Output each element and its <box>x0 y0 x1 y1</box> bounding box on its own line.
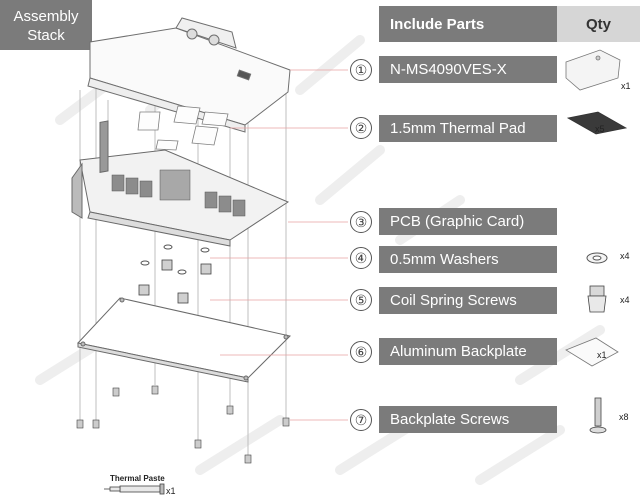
alignment-lines <box>79 80 287 455</box>
part-label-coil-spring-screws: Coil Spring Screws <box>379 287 557 314</box>
assembly-stack-label: Assembly Stack <box>0 0 92 50</box>
waterblock <box>87 17 291 133</box>
coil-spring-screw-icon <box>587 285 607 313</box>
qty-waterblock: x1 <box>621 81 631 91</box>
backplate-icon <box>565 337 619 367</box>
qty-thermal-pad: x5 <box>595 124 605 134</box>
part-number-3: ③ <box>350 211 372 233</box>
thermal-pads <box>137 105 229 151</box>
thermal-pad-icon <box>566 111 628 135</box>
part-number-7: ⑦ <box>350 409 372 431</box>
backplate-screws <box>76 385 290 464</box>
coil-spring-screws <box>138 259 212 304</box>
qty-backplate-screws: x8 <box>619 412 629 422</box>
qty-thermal-paste: x1 <box>166 486 176 496</box>
leader-lines <box>210 69 348 421</box>
qty-backplate: x1 <box>597 350 607 360</box>
washers <box>140 244 210 275</box>
part-label-pcb: PCB (Graphic Card) <box>379 208 557 235</box>
part-label-backplate: Aluminum Backplate <box>379 338 557 365</box>
washer-icon <box>586 252 608 264</box>
part-label-backplate-screws: Backplate Screws <box>379 406 557 433</box>
part-label-washers: 0.5mm Washers <box>379 246 557 273</box>
part-number-5: ⑤ <box>350 289 372 311</box>
part-number-2: ② <box>350 117 372 139</box>
screw-icon <box>589 397 607 434</box>
part-number-4: ④ <box>350 247 372 269</box>
part-number-6: ⑥ <box>350 341 372 363</box>
part-number-1: ① <box>350 59 372 81</box>
qty-header: Qty <box>557 6 640 42</box>
thermal-paste-label: Thermal Paste <box>110 474 165 483</box>
include-parts-header: Include Parts <box>379 6 557 42</box>
part-label-thermal-pad: 1.5mm Thermal Pad <box>379 115 557 142</box>
backplate <box>77 297 291 383</box>
waterblock-icon <box>565 49 621 91</box>
thermal-paste-syringe-icon <box>104 483 165 495</box>
qty-washers: x4 <box>620 251 630 261</box>
part-label-waterblock: N-MS4090VES-X <box>379 56 557 83</box>
pcb <box>71 120 290 247</box>
qty-coil-spring-screws: x4 <box>620 295 630 305</box>
